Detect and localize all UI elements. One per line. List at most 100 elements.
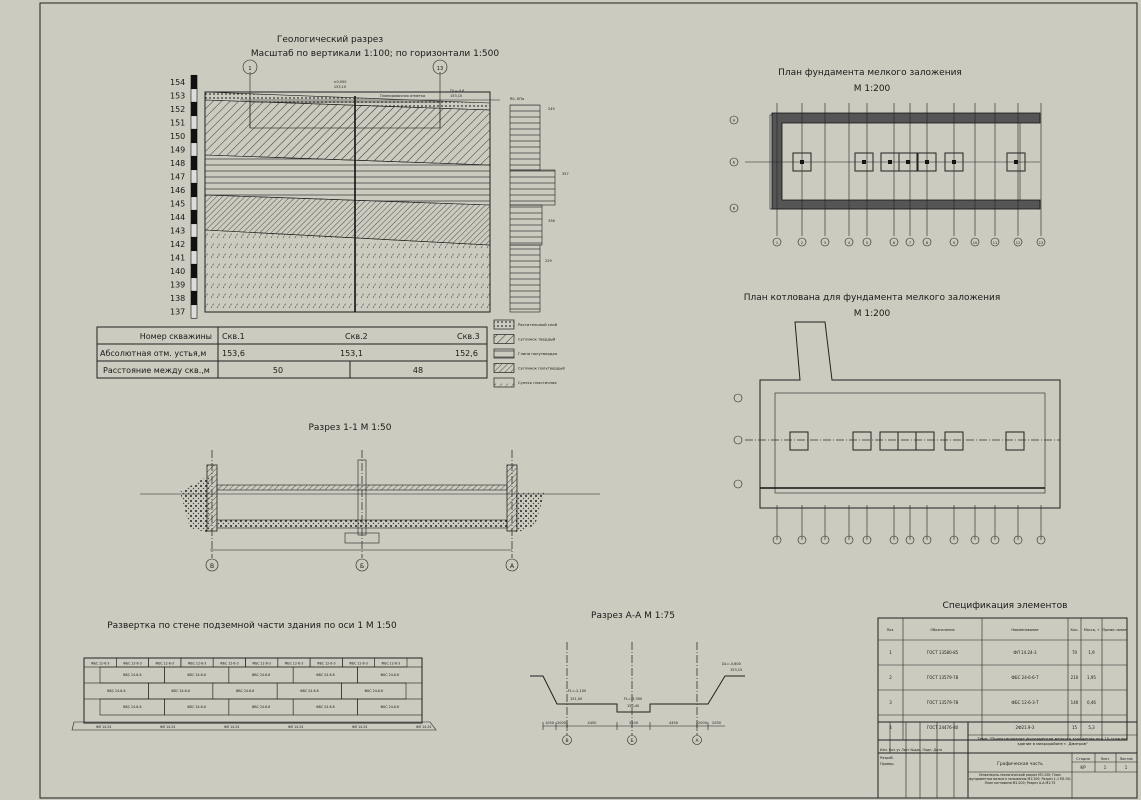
block-label: ФБС 24-6-6 [123, 673, 142, 677]
stamp-contents: Инженерно-геологический разрез М1:100; П… [969, 773, 1071, 785]
plan1-title: План фундамента мелкого заложения [778, 68, 962, 78]
legend-swatch [493, 334, 515, 344]
foundation-pit-outline [249, 101, 441, 129]
cell: 48 [413, 366, 423, 375]
spec-cell: ГОСТ 13580-85 [927, 650, 959, 655]
axis-marker [562, 735, 572, 745]
scale-tick: 149 [170, 146, 185, 155]
block-label: ФБС 24-6-6 [300, 689, 319, 693]
axis-marker [905, 237, 915, 247]
spec-header: Кол. [1071, 628, 1079, 632]
scale-tick: 144 [170, 213, 185, 222]
spec-cell: 210 [1071, 675, 1079, 680]
scale-tick: 138 [170, 294, 185, 303]
sec11-title: Разрез 1-1 М 1:50 [308, 423, 391, 433]
footing-label: ФЛ 14.24 [224, 725, 239, 729]
axis-label: 13 [1039, 241, 1043, 245]
dimension: 3100 [629, 721, 638, 725]
spec-header: Приме-чание [1102, 628, 1126, 632]
block-label: ФБС 24-6-6 [365, 689, 384, 693]
stamp-stage: КР [1080, 765, 1086, 770]
cell: Скв.2 [345, 332, 368, 341]
axis-label: В [565, 738, 568, 744]
scale-segment [190, 196, 198, 211]
stamp-stage-header: Стадия [1076, 757, 1089, 761]
dimension: 2000 [698, 721, 707, 725]
axis-marker [970, 535, 980, 545]
block-label: ФБС 24-6-6 [236, 689, 255, 693]
axis-label: А [733, 119, 736, 123]
footing-label: ФЛ 14.24 [160, 725, 175, 729]
axis-label: 5 [866, 241, 868, 245]
scale-tick: 152 [170, 105, 185, 114]
axis-label: 4 [848, 241, 851, 245]
r0-value: 245 [548, 107, 555, 111]
borehole-table: Номер скважины Абсолютная отм. устья,м Р… [96, 326, 488, 379]
spec-cell: 140 [1071, 700, 1079, 705]
spec-cell: ГОСТ 13579-78 [927, 700, 959, 705]
axis-marker [844, 237, 854, 247]
fl-label: FL=-3,300 [624, 697, 642, 701]
axis-label: 1 [776, 241, 778, 245]
legend-label: Растительный слой [518, 322, 558, 327]
axis-marker [797, 535, 807, 545]
pit-profile [530, 675, 745, 713]
cell: 152,6 [455, 349, 478, 358]
axis-label: 3 [824, 241, 826, 245]
spec-header: Масса, т [1084, 628, 1099, 632]
axis-marker [820, 237, 830, 247]
scale-tick: 142 [170, 240, 185, 249]
block-label: ФБС 12-6-3 [123, 662, 142, 666]
axis-label: 12 [1016, 241, 1020, 245]
block-label: ФБС 12-6-3 [155, 662, 174, 666]
block-label: ФБС 24-6-6 [381, 705, 400, 709]
block-label: ФБС 24-6-6 [381, 673, 400, 677]
section-a-a: Разрез А-А М 1:75 FL=-2,100 151,00 FL=-3… [530, 611, 745, 745]
r0-label: R0, КПа [510, 97, 524, 101]
block-label: ФБС 12-6-3 [317, 662, 336, 666]
axis-label: 2 [801, 241, 803, 245]
axis-marker [627, 735, 637, 745]
scale-segment [190, 209, 198, 225]
block-label: ФБС 24-6-6 [252, 673, 271, 677]
pit-bottom [774, 392, 1046, 494]
pit-footing [915, 431, 935, 451]
plan2-title: План котлована для фундамента мелкого за… [744, 293, 1001, 303]
scale-segment [190, 182, 198, 198]
scale-segment [190, 223, 198, 238]
cell: Скв.1 [222, 332, 245, 341]
axis-marker [990, 535, 1000, 545]
fl-abs: 150,40 [627, 704, 639, 708]
spec-header: Наименование [1011, 628, 1038, 632]
pit-footing [852, 431, 872, 451]
axis-marker [862, 237, 872, 247]
spec-cell: 2 [889, 675, 892, 680]
block-label: ФБС 12-6-3 [91, 662, 110, 666]
axis-marker [844, 535, 854, 545]
block-label: ФБС 24-6-6 [316, 705, 335, 709]
scale-segment [190, 263, 198, 279]
pit-footing [1005, 431, 1025, 451]
stamp-sheets-header: Листов [1119, 757, 1132, 761]
title-block: Изм. Кол.уч Лист №док. Подп. Дата Разраб… [877, 721, 1138, 799]
fl-label: FL=-2,100 [568, 689, 586, 693]
axis-marker [797, 237, 807, 247]
spec-cell: 15 [1072, 725, 1078, 730]
block-label: ФБС 12-6-3 [285, 662, 304, 666]
dimension: 4450 [669, 721, 678, 725]
secAA-title: Разрез А-А М 1:75 [591, 611, 675, 621]
backfill-left [180, 475, 210, 533]
spec-cell: 3 [889, 700, 892, 705]
r0-value: 336 [548, 219, 555, 223]
scale-tick: 145 [170, 200, 185, 209]
axis-marker [729, 157, 739, 167]
spec-title: Спецификация элементов [943, 601, 1068, 611]
axis-label: 8 [926, 241, 928, 245]
spec-cell: 1 [889, 650, 892, 655]
row-label: Абсолютная отм. устья,м [100, 349, 206, 358]
spec-cell: ФБС 12-6-3-Т [1011, 700, 1039, 705]
stamp-sheets: 1 [1125, 765, 1128, 770]
